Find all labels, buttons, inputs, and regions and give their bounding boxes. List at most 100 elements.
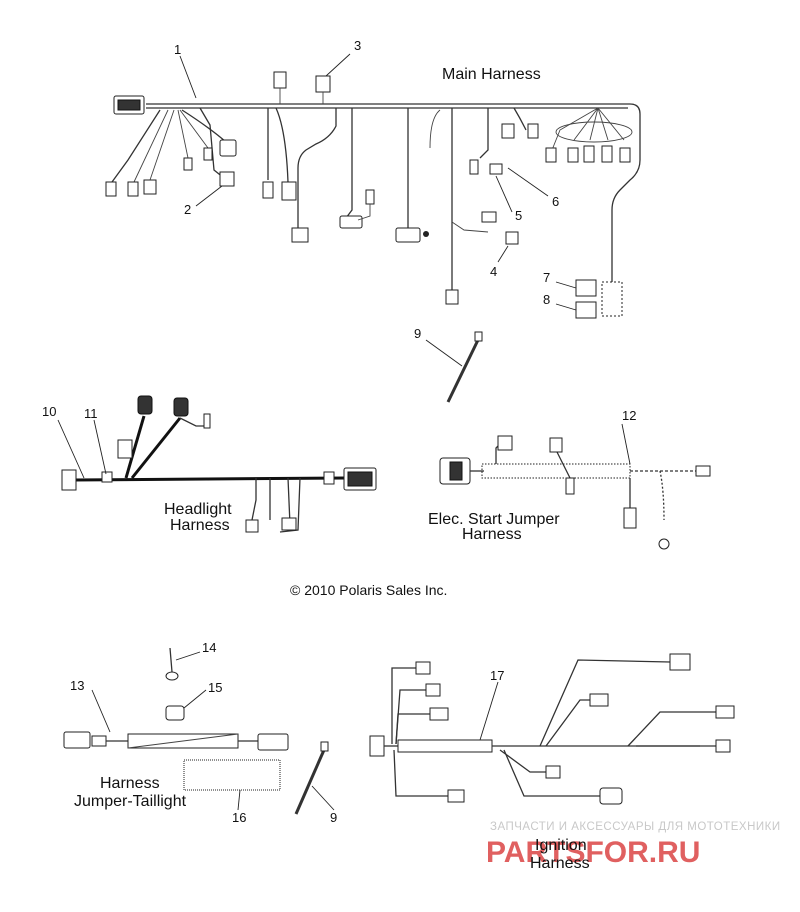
connector-part-5 — [481, 211, 497, 223]
main-harness-group: 1 2 3 4 5 6 7 8 Main Harness — [105, 38, 641, 319]
elec-start-solenoid — [497, 435, 513, 451]
connector-part-6a — [469, 159, 479, 175]
connector-fan-5 — [619, 147, 631, 163]
connector-part-7 — [575, 279, 597, 297]
branch-long-left — [297, 108, 337, 228]
callout-9-upper: 9 — [414, 326, 421, 341]
headlight-bulb-1 — [137, 395, 153, 415]
cable-tie-lower-head — [320, 741, 329, 752]
headlight-branch-2 — [130, 417, 182, 479]
elec-start-relay — [549, 437, 563, 453]
elec-start-title-line2: Harness — [462, 526, 522, 543]
watermark-group: ЗАПЧАСТИ И АКСЕССУАРЫ ДЛЯ МОТОТЕХНИКИ PA… — [486, 821, 781, 869]
watermark-tagline: ЗАПЧАСТИ И АКСЕССУАРЫ ДЛЯ МОТОТЕХНИКИ — [490, 821, 781, 833]
callout-13: 13 — [70, 678, 84, 693]
connector-stator-side — [365, 189, 375, 205]
connector-long-drop — [445, 289, 459, 305]
headlight-lower-connector-2 — [281, 517, 297, 531]
part-15-clip — [165, 705, 185, 721]
ignition-branch-bottom — [393, 749, 448, 797]
headlight-title-line1: Headlight — [164, 501, 232, 518]
leader-8 — [555, 303, 577, 311]
callout-7: 7 — [543, 270, 550, 285]
callout-1: 1 — [174, 42, 181, 57]
connector-part-6b — [489, 163, 503, 175]
taillight-harness-group: 13 14 15 16 9 Harness Jumper-Taillight — [63, 640, 337, 825]
cable-tie-upper — [446, 339, 480, 403]
headlight-right-connector-pins — [347, 471, 373, 487]
callout-12: 12 — [622, 408, 636, 423]
connector-left-5 — [203, 147, 213, 161]
ignition-connector-top-2 — [425, 683, 441, 697]
connector-mid-1 — [262, 181, 274, 199]
callout-15: 15 — [208, 680, 222, 695]
connector-part-2 — [219, 171, 235, 187]
connector-part-4 — [505, 231, 519, 245]
headlight-bulb-2 — [173, 397, 189, 417]
branch-left-3 — [149, 109, 175, 181]
connector-fan-2 — [567, 147, 579, 163]
leader-12 — [621, 423, 631, 465]
copyright-text: © 2010 Polaris Sales Inc. — [290, 582, 447, 598]
callout-11: 11 — [84, 406, 98, 421]
branch-stator — [345, 108, 353, 219]
headlight-title-line2: Harness — [170, 517, 230, 534]
ignition-connector-bottom — [447, 789, 465, 803]
part-16-tape — [183, 759, 281, 791]
connector-mid-2 — [281, 181, 297, 201]
ignition-branch-right-1 — [627, 711, 716, 747]
callout-6: 6 — [552, 194, 559, 209]
headlight-inline-connector — [323, 471, 335, 485]
callout-14: 14 — [202, 640, 216, 655]
ignition-harness-group: 17 — [369, 653, 735, 805]
elec-start-harness-group: 12 Elec. Start Jumper Harness — [428, 408, 711, 550]
connector-part-8 — [575, 301, 597, 319]
headlight-branch-3 — [179, 417, 206, 427]
part-14-pushpin-stem — [169, 647, 173, 673]
connector-top-mid — [273, 71, 287, 89]
leader-4 — [497, 245, 509, 263]
branch-fuse — [429, 109, 441, 149]
headlight-lower-branches — [249, 477, 301, 533]
elec-start-conduit — [481, 463, 631, 479]
ignition-branch-lower-2 — [503, 749, 600, 797]
ignition-branch-mid-right — [545, 699, 590, 747]
main-harness-left-connector-pins — [117, 99, 141, 111]
headlight-switch-connector — [117, 439, 133, 459]
leader-15 — [183, 689, 207, 709]
callout-5: 5 — [515, 208, 522, 223]
ignition-sleeve — [397, 739, 493, 753]
elec-start-title-line1: Elec. Start Jumper — [428, 511, 560, 528]
callout-10: 10 — [42, 404, 56, 419]
ignition-connector-top-3 — [429, 707, 449, 721]
cable-tie-upper-head — [474, 331, 483, 342]
ignition-connector-upper-right — [669, 653, 691, 671]
branch-left-1 — [111, 109, 161, 183]
connector-fan-4 — [601, 145, 613, 163]
leader-2 — [195, 185, 223, 207]
connector-left-3 — [143, 179, 157, 195]
ignition-branch-upper-right — [539, 659, 671, 747]
taillight-sleeve-line — [127, 733, 239, 749]
headlight-left-connector — [61, 469, 77, 491]
ignition-connector-lower-1 — [545, 765, 561, 779]
headlight-part-11 — [101, 471, 113, 483]
branch-left-4 — [177, 109, 189, 159]
callout-17: 17 — [490, 668, 504, 683]
cable-tie-lower — [294, 749, 326, 815]
taillight-left-connector — [63, 731, 91, 749]
connector-left-4 — [183, 157, 193, 171]
elec-start-drop-connector — [623, 507, 637, 529]
leader-10 — [57, 419, 85, 479]
branch-left-2 — [133, 109, 169, 183]
leader-13 — [91, 689, 111, 733]
elec-start-left-connector-core — [449, 461, 463, 481]
branch-stator-side — [357, 204, 371, 221]
connector-part-3 — [315, 75, 331, 93]
part-14-pushpin-head — [165, 671, 179, 681]
connector-left-1 — [105, 181, 117, 197]
elec-start-ring-terminal — [658, 538, 670, 550]
leader-16 — [237, 789, 241, 811]
connector-right-2 — [527, 123, 539, 139]
elec-start-mid-terminal — [565, 477, 575, 495]
